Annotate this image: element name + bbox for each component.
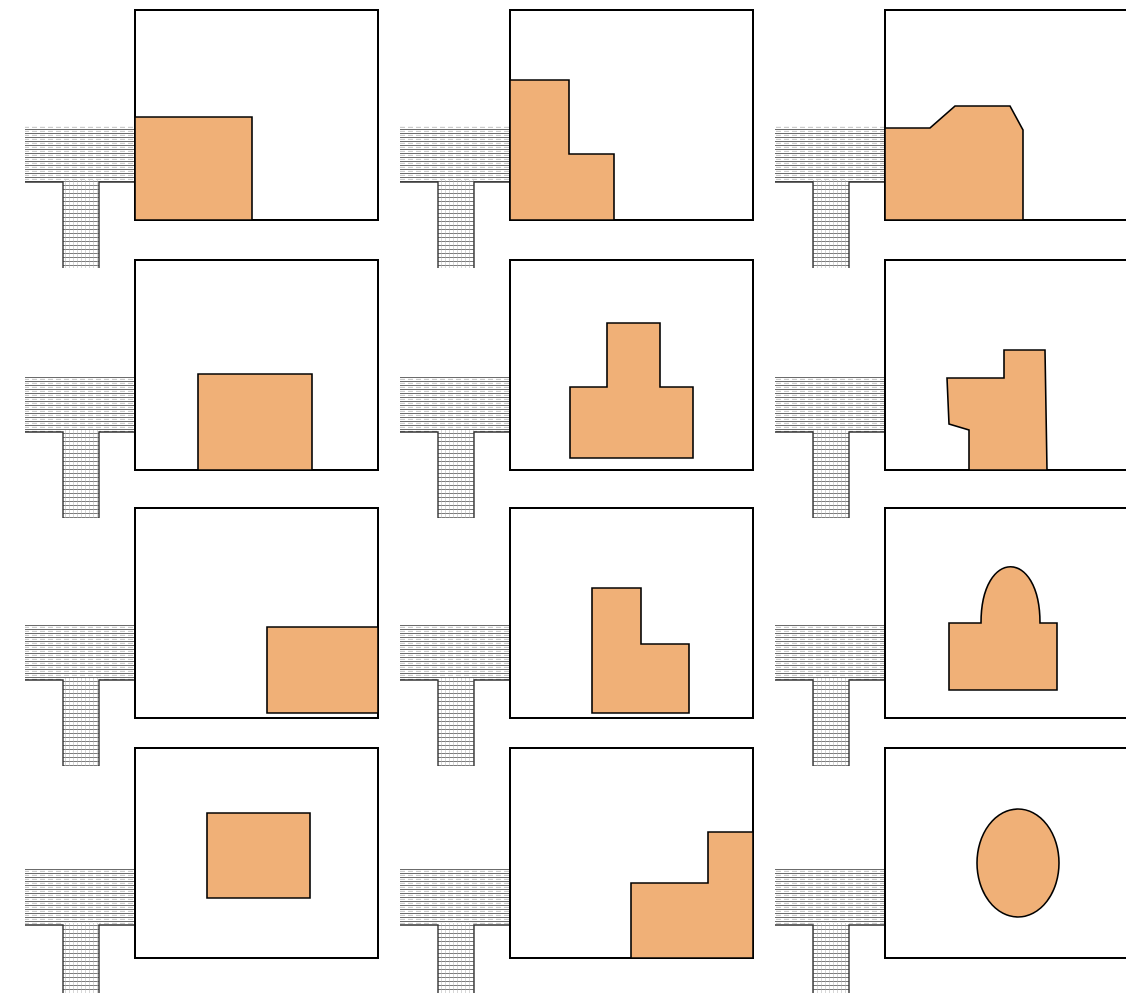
corridor-vertical-hatch bbox=[438, 430, 474, 518]
corridor-vertical-hatch bbox=[63, 180, 99, 268]
corridor-vertical-hatch bbox=[63, 923, 99, 993]
corridor-outline bbox=[25, 431, 135, 518]
panel-1-2 bbox=[400, 9, 754, 268]
corridor-outline bbox=[775, 679, 885, 766]
room-frame bbox=[134, 9, 379, 221]
corridor-outline bbox=[775, 431, 885, 518]
corridor-horizontal-hatch bbox=[775, 869, 885, 925]
corridor-vertical-hatch bbox=[813, 678, 849, 766]
panel-4-2 bbox=[400, 747, 754, 993]
irregular-block-shape bbox=[946, 349, 1048, 471]
corridor-vertical-hatch bbox=[813, 180, 849, 268]
bottom-square-shape bbox=[197, 373, 313, 471]
corridor-horizontal-hatch bbox=[400, 624, 510, 680]
panel-2-2 bbox=[400, 259, 754, 518]
ellipse-shape bbox=[976, 808, 1060, 918]
corridor-horizontal-hatch bbox=[400, 869, 510, 925]
domed-block-shape bbox=[948, 566, 1058, 691]
corridor-outline bbox=[775, 924, 885, 993]
corridor-horizontal-hatch bbox=[775, 376, 885, 432]
panel-3-2 bbox=[400, 507, 754, 766]
corridor-horizontal-hatch bbox=[25, 624, 135, 680]
corridor-outline bbox=[400, 679, 510, 766]
corridor-vertical-hatch bbox=[813, 430, 849, 518]
corridor-horizontal-hatch bbox=[25, 869, 135, 925]
corridor-outline bbox=[25, 679, 135, 766]
corridor-outline bbox=[25, 924, 135, 993]
stepped-block-shape bbox=[884, 105, 1024, 221]
corridor-outline bbox=[400, 924, 510, 993]
t-shape-shape bbox=[569, 322, 694, 459]
corridor-horizontal-hatch bbox=[775, 126, 885, 182]
corridor-outline bbox=[25, 181, 135, 268]
corridor-outline bbox=[400, 181, 510, 268]
l-shape-left-shape bbox=[509, 79, 615, 221]
center-rectangle-shape bbox=[206, 812, 311, 899]
corridor-outline bbox=[775, 181, 885, 268]
bottom-right-rectangle-shape bbox=[266, 626, 379, 714]
corridor-vertical-hatch bbox=[63, 678, 99, 766]
corridor-vertical-hatch bbox=[438, 678, 474, 766]
corridor-horizontal-hatch bbox=[25, 126, 135, 182]
panel-2-1 bbox=[25, 259, 379, 518]
panel-3-3 bbox=[775, 507, 1126, 766]
panel-1-1 bbox=[25, 9, 379, 268]
l-shape-center-shape bbox=[591, 587, 690, 714]
corridor-vertical-hatch bbox=[813, 923, 849, 993]
panel-1-3 bbox=[775, 9, 1126, 268]
corridor-vertical-hatch bbox=[438, 180, 474, 268]
corridor-vertical-hatch bbox=[438, 923, 474, 993]
corridor-horizontal-hatch bbox=[775, 624, 885, 680]
panel-4-1 bbox=[25, 747, 379, 993]
corridor-horizontal-hatch bbox=[25, 376, 135, 432]
corridor-vertical-hatch bbox=[63, 430, 99, 518]
corridor-horizontal-hatch bbox=[400, 126, 510, 182]
panel-4-3 bbox=[775, 747, 1126, 993]
l-shape-corner-shape bbox=[630, 831, 754, 959]
corridor-horizontal-hatch bbox=[400, 376, 510, 432]
panel-2-3 bbox=[775, 259, 1126, 518]
corridor-outline bbox=[400, 431, 510, 518]
corner-square-shape bbox=[134, 116, 253, 221]
panel-3-1 bbox=[25, 507, 379, 766]
